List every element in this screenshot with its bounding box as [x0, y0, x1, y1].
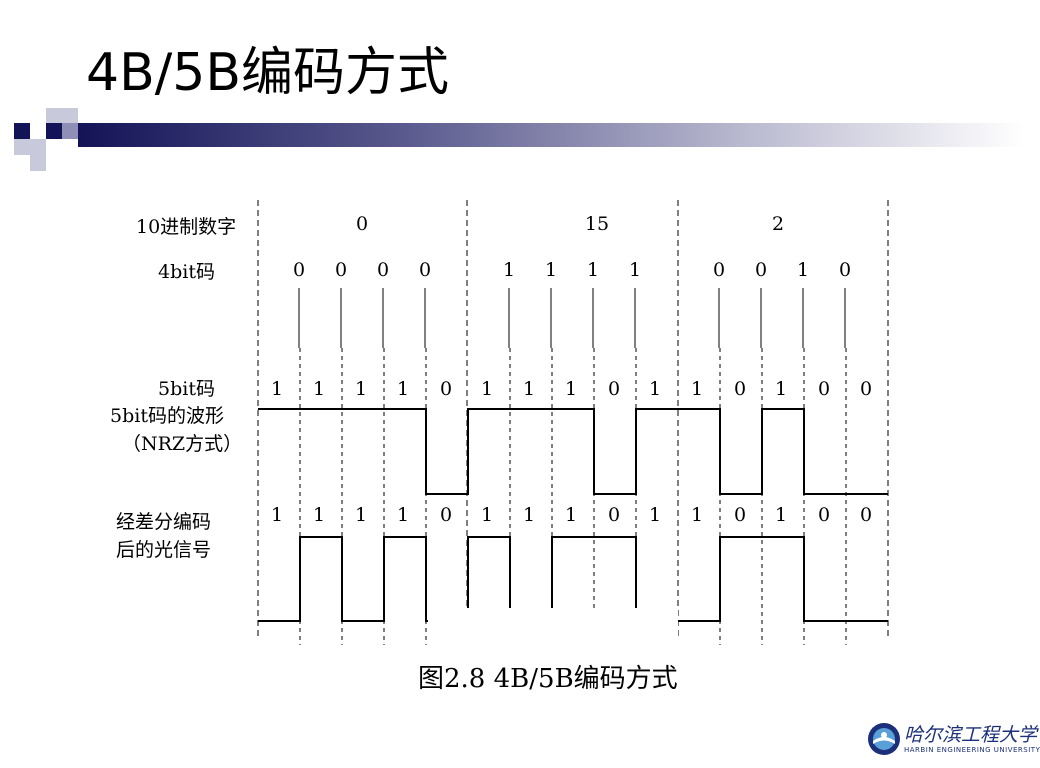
bit4-digit: 1	[545, 259, 557, 281]
diff-digit: 1	[313, 504, 325, 526]
bit4-digit: 1	[503, 259, 515, 281]
university-logo: 哈尔滨工程大学 HARBIN ENGINEERING UNIVERSITY	[866, 718, 1040, 762]
decimal-digit: 2	[772, 213, 784, 235]
label-diff-1: 经差分编码	[116, 511, 211, 533]
bit5-digit: 1	[691, 378, 703, 400]
diff-digit: 0	[818, 504, 830, 526]
occluding-box	[428, 608, 678, 650]
bit5-digit: 0	[818, 378, 830, 400]
bit5-digit: 1	[313, 378, 325, 400]
label-diff-2: 后的光信号	[116, 539, 211, 561]
diff-digit: 1	[397, 504, 409, 526]
caption-text: 图2.8 4B/5B编码方式	[418, 664, 678, 694]
bit4-ticks	[298, 288, 846, 348]
decimal-digit: 15	[585, 213, 609, 235]
title-gradient-bar	[78, 123, 1024, 147]
diff-digit: 0	[860, 504, 872, 526]
diff-digit: 0	[440, 504, 452, 526]
decor-square	[30, 155, 46, 171]
differential-waveform	[258, 536, 888, 622]
decor-square	[14, 123, 30, 139]
diff-digit: 1	[775, 504, 787, 526]
decor-square	[14, 139, 30, 155]
decimal-digit: 0	[356, 213, 368, 235]
decor-square	[62, 108, 78, 123]
bit4-digit: 0	[377, 259, 389, 281]
label-decimal: 10进制数字	[136, 216, 236, 238]
bit4-digit: 0	[335, 259, 347, 281]
diff-digit: 0	[734, 504, 746, 526]
decor-square	[46, 123, 62, 139]
diff-digit: 0	[608, 504, 620, 526]
bit5-digit: 1	[565, 378, 577, 400]
slide-title: 4B/5B编码方式	[86, 43, 450, 103]
bit5-digit: 0	[440, 378, 452, 400]
figure-caption: 图2.8 4B/5B编码方式	[418, 650, 698, 694]
label-5bit: 5bit码	[158, 378, 215, 400]
bit5-digit: 1	[523, 378, 535, 400]
diff-digit: 1	[523, 504, 535, 526]
bit4-digit: 0	[419, 259, 431, 281]
decor-square	[30, 139, 46, 155]
decor-square	[62, 123, 78, 139]
bit-cell-dashes	[299, 348, 847, 645]
bit5-digit: 1	[481, 378, 493, 400]
bit5-digit: 0	[860, 378, 872, 400]
bit5-digit: 1	[775, 378, 787, 400]
nrz-waveform	[258, 408, 888, 495]
diff-digit: 1	[355, 504, 367, 526]
bit5-digit: 1	[397, 378, 409, 400]
bit5-digit: 1	[271, 378, 283, 400]
decor-square	[46, 108, 62, 123]
label-nrz-1: 5bit码的波形	[110, 405, 224, 427]
label-4bit: 4bit码	[158, 261, 215, 283]
bit4-digit: 0	[293, 259, 305, 281]
diff-digit: 1	[691, 504, 703, 526]
bit5-digit: 0	[734, 378, 746, 400]
bit4-digit: 0	[839, 259, 851, 281]
label-nrz-2: （NRZ方式）	[122, 433, 242, 455]
logo-name: 哈尔滨工程大学	[904, 724, 1038, 746]
diff-digit: 1	[271, 504, 283, 526]
emblem-icon	[868, 723, 900, 755]
bit4-digit: 1	[587, 259, 599, 281]
bit5-digit: 0	[608, 378, 620, 400]
logo-subtitle: HARBIN ENGINEERING UNIVERSITY	[904, 746, 1040, 754]
bit4-digit: 0	[713, 259, 725, 281]
bit4-digit: 0	[755, 259, 767, 281]
bit4-digit: 1	[629, 259, 641, 281]
diff-digit: 1	[649, 504, 661, 526]
bit5-digit: 1	[355, 378, 367, 400]
diff-digit: 1	[565, 504, 577, 526]
bit4-digit: 1	[797, 259, 809, 281]
diff-digit: 1	[481, 504, 493, 526]
bit5-digit: 1	[649, 378, 661, 400]
